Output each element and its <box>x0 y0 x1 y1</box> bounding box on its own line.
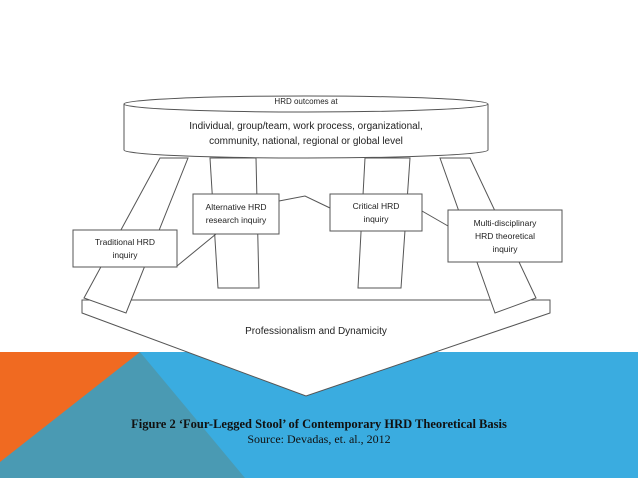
box-multidisciplinary <box>447 209 563 263</box>
connector-middle <box>278 195 331 209</box>
seat-line-1: Individual, group/team, work process, or… <box>189 121 422 132</box>
stool-seat-top <box>123 95 489 113</box>
stool-seat-body <box>123 104 489 159</box>
base-pentagon <box>81 299 551 397</box>
label-alternative-2: research inquiry <box>206 215 267 225</box>
label-multidisciplinary-2: HRD theoretical <box>475 231 535 241</box>
label-critical-1: Critical HRD <box>353 201 400 211</box>
figure-caption: Figure 2 ‘Four-Legged Stool’ of Contempo… <box>131 417 507 431</box>
box-traditional <box>72 229 178 268</box>
label-critical-2: inquiry <box>363 214 389 224</box>
base-label: Professionalism and Dynamicity <box>245 326 387 337</box>
box-alternative <box>192 193 280 235</box>
seat-line-2: community, national, regional or global … <box>209 136 403 147</box>
label-traditional-1: Traditional HRD <box>95 237 155 247</box>
label-traditional-2: inquiry <box>112 250 138 260</box>
seat-heading: HRD outcomes at <box>274 97 338 106</box>
band-orange-wedge <box>0 352 140 462</box>
connector-right <box>421 210 449 227</box>
figure-source: Source: Devadas, et. al., 2012 <box>247 432 391 446</box>
box-critical <box>329 193 423 232</box>
label-alternative-1: Alternative HRD <box>206 202 267 212</box>
connector-left <box>176 233 217 267</box>
label-multidisciplinary-1: Multi-disciplinary <box>474 218 538 228</box>
label-multidisciplinary-3: inquiry <box>492 244 518 254</box>
